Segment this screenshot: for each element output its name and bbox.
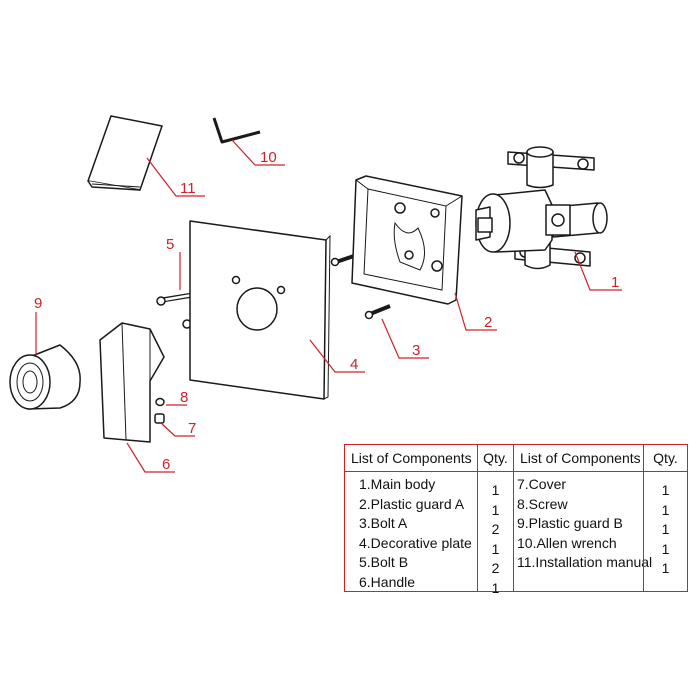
components-column-right: List of Components 7.Cover 8.Screw 9.Pla… bbox=[513, 445, 653, 591]
callout-5: 5 bbox=[166, 236, 174, 253]
component-qty: 1 bbox=[491, 501, 500, 518]
component-qty: 1 bbox=[661, 540, 670, 557]
callout-2: 2 bbox=[484, 314, 492, 331]
component-name: 8.Screw bbox=[517, 495, 568, 512]
callout-3: 3 bbox=[412, 342, 420, 359]
cover-part bbox=[154, 413, 165, 424]
qty-column-left: Qty. 1 1 2 1 2 1 bbox=[477, 445, 513, 596]
component-name: 6.Handle bbox=[359, 573, 416, 590]
callout-11: 11 bbox=[180, 180, 196, 197]
component-name: 4.Decorative plate bbox=[359, 534, 472, 551]
callout-numbers: 1 2 3 4 5 6 7 8 9 10 11 bbox=[34, 149, 619, 473]
component-qty: 1 bbox=[661, 482, 670, 498]
components-header-left: List of Components bbox=[345, 445, 477, 472]
component-qty: 1 bbox=[661, 501, 670, 518]
component-qty: 1 bbox=[661, 521, 670, 537]
callout-1: 1 bbox=[611, 274, 619, 291]
component-qty: 1 bbox=[491, 579, 500, 596]
component-name: 9.Plastic guard B bbox=[517, 515, 623, 531]
handle-part bbox=[99, 322, 165, 443]
callout-4: 4 bbox=[350, 356, 358, 373]
callout-6: 6 bbox=[162, 456, 170, 473]
components-header-right: List of Components bbox=[514, 445, 643, 472]
callout-9: 9 bbox=[34, 295, 42, 312]
screw-part bbox=[155, 397, 165, 407]
component-name: 1.Main body bbox=[359, 476, 436, 492]
callout-leaders bbox=[35, 139, 622, 473]
component-qty: 1 bbox=[491, 482, 500, 498]
main-body-part bbox=[475, 146, 608, 270]
qty-header-left: Qty. bbox=[478, 445, 513, 472]
callout-8: 8 bbox=[180, 389, 188, 406]
component-name: 7.Cover bbox=[517, 476, 567, 492]
callout-10: 10 bbox=[260, 149, 277, 166]
components-table: List of Components 1.Main body 2.Plastic… bbox=[344, 444, 688, 596]
components-column-left: List of Components 1.Main body 2.Plastic… bbox=[345, 445, 477, 591]
component-qty: 1 bbox=[661, 560, 670, 576]
component-name: 11.Installation manual bbox=[517, 554, 653, 570]
component-name: 3.Bolt A bbox=[359, 515, 408, 531]
plastic-guard-a-part bbox=[351, 175, 463, 305]
qty-header-right: Qty. bbox=[644, 445, 687, 472]
allen-wrench-part bbox=[212, 117, 261, 144]
component-name: 5.Bolt B bbox=[359, 554, 409, 570]
installation-manual-part bbox=[87, 115, 163, 191]
component-qty: 2 bbox=[491, 560, 500, 576]
component-name: 2.Plastic guard A bbox=[359, 495, 465, 512]
decorative-plate-part bbox=[189, 220, 331, 400]
qty-column-right: Qty. 1 1 1 1 1 bbox=[643, 445, 687, 591]
component-qty: 1 bbox=[491, 540, 500, 557]
callout-7: 7 bbox=[188, 420, 196, 437]
plastic-guard-b-part bbox=[9, 344, 81, 410]
component-name: 10.Allen wrench bbox=[517, 534, 617, 551]
component-qty: 2 bbox=[491, 521, 500, 537]
